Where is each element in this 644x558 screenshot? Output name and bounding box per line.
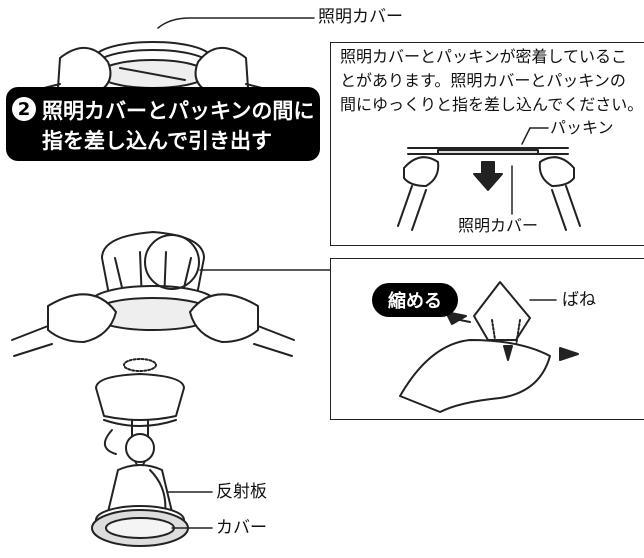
note-line-2: とがあります。照明カバーとパッキンの bbox=[340, 71, 626, 90]
cover-panel-label: 照明カバー bbox=[458, 216, 539, 235]
reflector-label: 反射板 bbox=[216, 482, 267, 502]
step-number-badge: 2 bbox=[12, 97, 36, 121]
panel-hands-illustration bbox=[397, 147, 581, 231]
cover-note-panel bbox=[330, 42, 644, 246]
step-2-instruction: 2 照明カバーとパッキンの間に 指を差し込んで引き出す bbox=[6, 87, 320, 161]
step-line-1: 照明カバーとパッキンの間に bbox=[42, 99, 315, 123]
cover-bottom-label: カバー bbox=[216, 518, 267, 538]
reflector-and-cover-illustration bbox=[91, 464, 189, 547]
packing-label: パッキン bbox=[550, 118, 614, 137]
spring-label: ばね bbox=[562, 290, 596, 310]
hands-pulling-cover-illustration bbox=[11, 231, 295, 357]
step-line-2: 指を差し込んで引き出す bbox=[42, 129, 272, 153]
socket-and-bulb-illustration bbox=[95, 358, 185, 467]
cover-title-label: 照明カバー bbox=[318, 7, 403, 27]
note-line-1: 照明カバーとパッキンが密着しているこ bbox=[340, 47, 628, 66]
spring-hand-illustration bbox=[399, 281, 579, 413]
compress-badge: 縮める bbox=[372, 283, 458, 317]
note-line-3: 間にゆっくりと指を差し込んでください。 bbox=[340, 95, 644, 114]
